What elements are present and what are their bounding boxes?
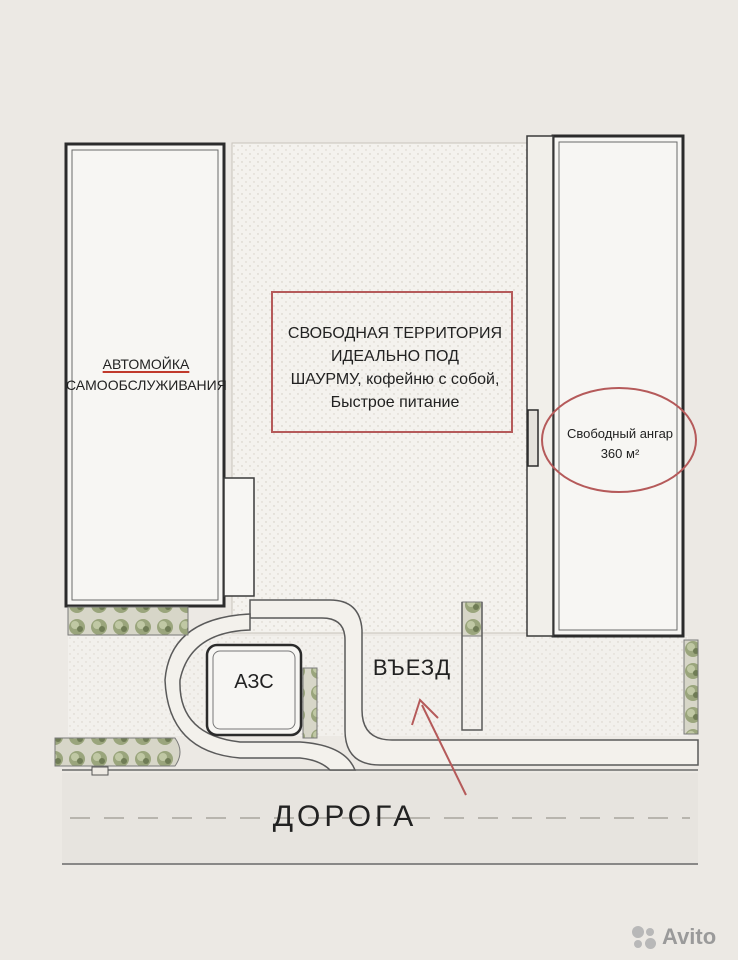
free-territory-highlight (271, 291, 513, 433)
lower-dotted-area (68, 636, 688, 736)
driveway (249, 599, 699, 766)
hangar-building (526, 134, 685, 638)
free-territory-label: СВОБОДНАЯ ТЕРРИТОРИЯ ИДЕАЛЬНО ПОД ШАУРМУ… (287, 325, 503, 411)
road (62, 769, 698, 865)
car-wash-label: АВТОМОЙКА САМООБСЛУЖИВАНИЯ (66, 356, 227, 393)
entry-curb (461, 602, 483, 731)
shrub-bed (67, 606, 189, 636)
shrub-bed (683, 639, 699, 735)
shrub-bed (302, 667, 318, 739)
free-territory-area (231, 142, 529, 634)
shrub-bed (461, 601, 483, 637)
sign-post (91, 766, 109, 776)
road-label: ДОРОГА (272, 800, 418, 833)
avito-watermark: Avito (632, 924, 716, 950)
gas-station-building (205, 643, 303, 737)
car-wash-building (64, 142, 255, 608)
avito-logo-icon (632, 924, 658, 950)
avito-text: Avito (662, 924, 717, 949)
gas-station-label: АЗС (234, 671, 274, 693)
entry-label: ВЪЕЗД (372, 655, 452, 680)
shrub-bed (54, 737, 181, 767)
hangar-highlight (541, 387, 697, 493)
gas-station-loop (164, 613, 357, 771)
entry-arrow-icon (411, 698, 467, 796)
hangar-label: Свободный ангар 360 м² (566, 426, 674, 461)
